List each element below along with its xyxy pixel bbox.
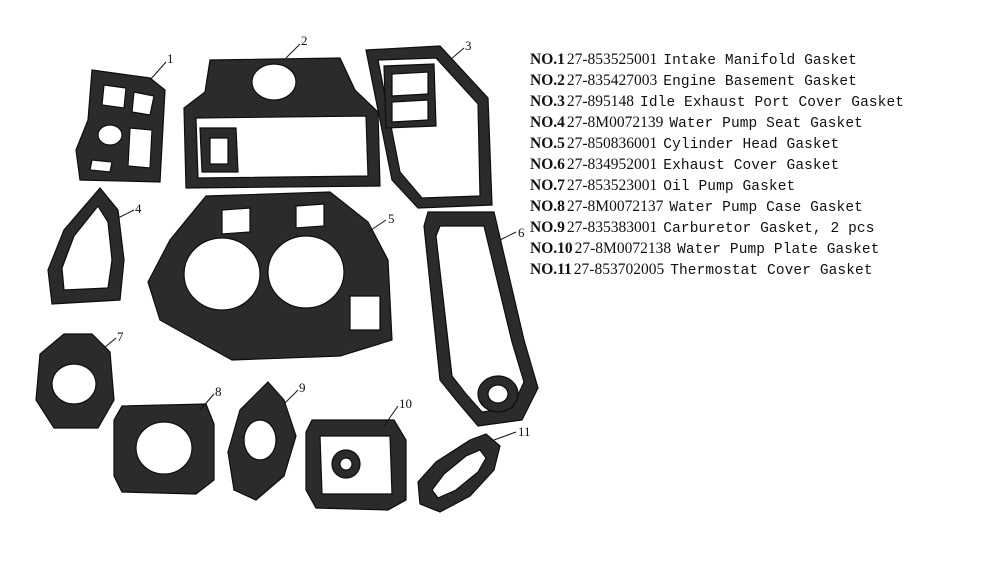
part-description: Thermostat Cover Gasket	[670, 263, 873, 279]
part-number: 27-895148	[566, 93, 635, 110]
callout-9: 9	[299, 380, 306, 395]
callout-2: 2	[301, 33, 308, 48]
gasket-9-carburetor	[227, 381, 297, 501]
gasket-6-exhaust-cover	[423, 211, 539, 427]
part-number: 27-834952001	[566, 156, 658, 173]
part-number: 27-853523001	[566, 177, 658, 194]
part-description: Exhaust Cover Gasket	[663, 158, 840, 174]
callout-lines	[103, 43, 517, 441]
gasket-2-engine-basement	[183, 57, 381, 189]
gasket-7-oil-pump	[35, 333, 115, 429]
gasket-4-water-pump-seat	[47, 187, 125, 305]
part-no: NO.10	[530, 240, 573, 257]
callout-7: 7	[117, 329, 124, 344]
gasket-10-water-pump-plate	[305, 419, 407, 511]
callout-11: 11	[518, 424, 531, 439]
part-description: Water Pump Case Gasket	[669, 200, 863, 216]
part-no: NO.9	[530, 219, 565, 236]
callout-5: 5	[388, 211, 395, 226]
part-number: 27-850836001	[566, 135, 658, 152]
callout-8: 8	[215, 384, 222, 399]
part-description: Idle Exhaust Port Cover Gasket	[640, 95, 905, 111]
part-description: Engine Basement Gasket	[663, 74, 857, 90]
part-no: NO.8	[530, 198, 565, 215]
callout-10: 10	[399, 396, 412, 411]
part-number: 27-853525001	[566, 51, 658, 68]
gasket-8-water-pump-case	[113, 403, 215, 495]
part-number: 27-8M0072138	[574, 240, 672, 257]
part-no: NO.7	[530, 177, 565, 194]
callout-1: 1	[167, 51, 174, 66]
callout-4: 4	[135, 201, 142, 216]
part-no: NO.4	[530, 114, 565, 131]
part-no: NO.3	[530, 93, 565, 110]
part-description: Carburetor Gasket, 2 pcs	[663, 221, 875, 237]
part-description: Cylinder Head Gasket	[663, 137, 840, 153]
part-number: 27-853702005	[573, 261, 665, 278]
part-no: NO.2	[530, 72, 565, 89]
part-no: NO.11	[530, 261, 572, 278]
part-number: 27-835383001	[566, 219, 658, 236]
gasket-5-cylinder-head	[147, 191, 393, 361]
part-number: 27-8M0072137	[566, 198, 664, 215]
gasket-11-thermostat-cover	[417, 433, 501, 513]
part-description: Oil Pump Gasket	[663, 179, 796, 195]
callout-3: 3	[465, 38, 472, 53]
part-description: Water Pump Plate Gasket	[677, 242, 880, 258]
gasket-1-intake-manifold	[75, 69, 166, 183]
gasket-3-exhaust-port-cover	[365, 45, 493, 209]
part-number: 27-835427003	[566, 72, 658, 89]
part-no: NO.5	[530, 135, 565, 152]
part-description: Intake Manifold Gasket	[663, 53, 857, 69]
part-description: Water Pump Seat Gasket	[669, 116, 863, 132]
part-no: NO.1	[530, 51, 565, 68]
part-no: NO.6	[530, 156, 565, 173]
callout-6: 6	[518, 225, 525, 240]
part-number: 27-8M0072139	[566, 114, 664, 131]
